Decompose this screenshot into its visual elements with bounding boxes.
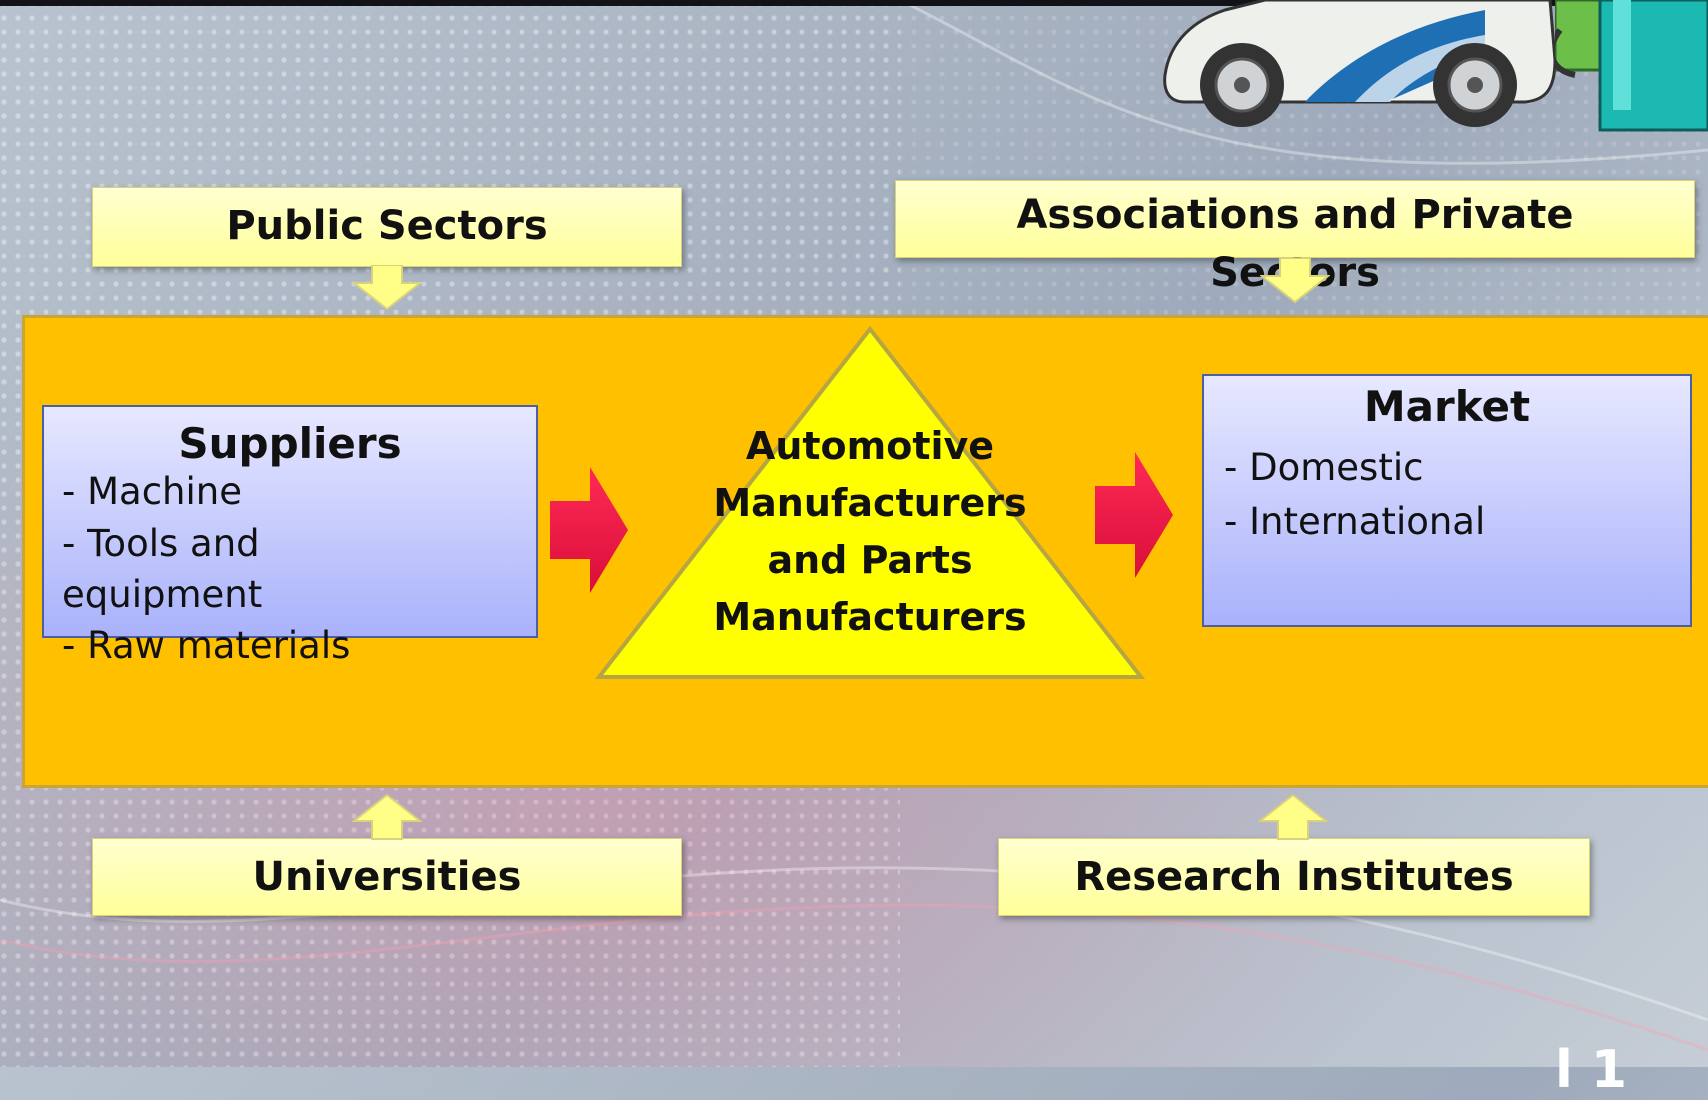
research-institutes-label: Research Institutes: [1074, 854, 1514, 900]
public-sectors-arrow: [352, 265, 422, 310]
universities-box: Universities: [92, 838, 682, 916]
suppliers-item-raw-materials: - Raw materials: [62, 624, 351, 667]
universities-label: Universities: [252, 854, 522, 900]
manufacturers-line-2: Manufacturers: [713, 481, 1027, 525]
suppliers-box: Suppliers: [42, 405, 538, 638]
manufacturers-line-1: Automotive: [745, 424, 995, 468]
suppliers-title: Suppliers: [178, 419, 402, 468]
associations-box: Associations and Private Sectors: [895, 180, 1695, 296]
associations-label-line1: Associations and Private: [1016, 192, 1574, 238]
research-institutes-box: Research Institutes: [998, 838, 1590, 916]
public-sectors-box: Public Sectors: [92, 187, 682, 267]
manufacturers-to-market-arrow: [1095, 452, 1173, 578]
universities-arrow: [352, 793, 422, 840]
manufacturers-line-4: Manufacturers: [713, 595, 1027, 639]
associations-arrow: [1260, 258, 1330, 303]
suppliers-item-machine: - Machine: [62, 470, 242, 513]
market-item-domestic: - Domestic: [1224, 446, 1424, 489]
manufacturers-line-3: and Parts: [767, 538, 973, 582]
suppliers-to-manufacturers-arrow: [550, 467, 628, 593]
market-box: Market - Domestic - International: [1202, 374, 1692, 627]
market-item-international: - International: [1224, 500, 1486, 543]
suppliers-item-tools: - Tools and: [62, 522, 260, 565]
charging-station-icon: [1555, 0, 1708, 132]
market-title: Market: [1363, 382, 1531, 431]
suppliers-item-equipment: equipment: [62, 573, 263, 616]
research-institutes-arrow: [1258, 793, 1328, 840]
footer-text: l 1: [1555, 1040, 1628, 1100]
electric-car-icon: [1163, 0, 1557, 127]
manufacturers-label: Automotive Manufacturers and Parts Manuf…: [680, 418, 1060, 646]
manufacturers-triangle: [595, 325, 1145, 679]
public-sectors-label: Public Sectors: [226, 203, 548, 249]
top-strip: [0, 0, 1708, 6]
